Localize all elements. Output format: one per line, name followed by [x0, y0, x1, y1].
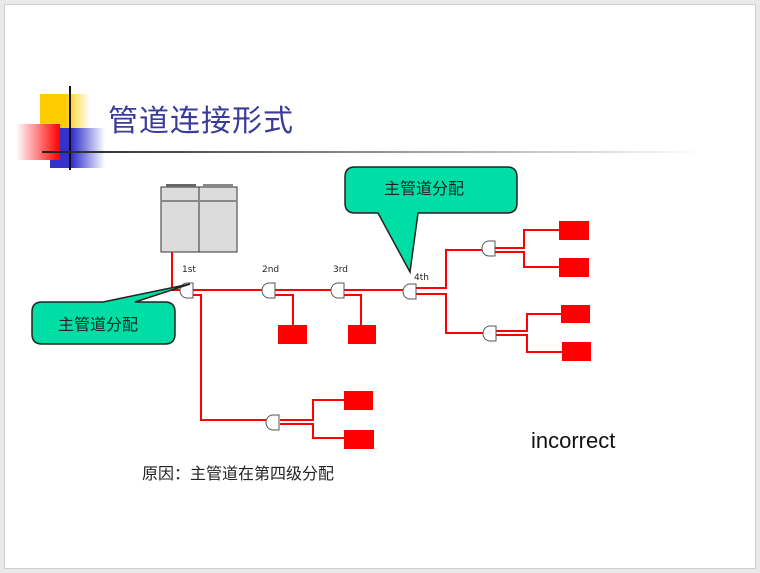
branch-joint: [481, 240, 496, 257]
branch-joint: [330, 282, 345, 299]
joint-label-1: 1st: [182, 265, 196, 275]
indoor-unit: [562, 342, 591, 361]
indoor-unit: [561, 305, 590, 323]
outdoor-unit: [160, 184, 238, 253]
branch-joint: [265, 414, 280, 431]
slide: [4, 4, 756, 569]
indoor-unit: [344, 430, 374, 449]
callout-top-shape: [344, 166, 518, 275]
verdict-text: incorrect: [531, 428, 616, 453]
joint-label-4: 4th: [414, 273, 429, 283]
callout-top-text: 主管道分配: [384, 179, 465, 198]
reason-text: 原因：主管道在第四级分配: [142, 464, 335, 483]
indoor-unit: [344, 391, 373, 410]
indoor-unit: [559, 221, 589, 240]
joint-label-3: 3rd: [333, 265, 348, 275]
branch-joint: [482, 325, 497, 342]
indoor-unit: [278, 325, 307, 344]
slide-title: 管道连接形式: [108, 104, 294, 139]
branch-joint: [402, 283, 417, 300]
pipes: [171, 229, 562, 439]
branch-joint: [261, 282, 276, 299]
indoor-units: [278, 221, 591, 449]
title-decoration: [16, 86, 702, 170]
callout-left-text: 主管道分配: [58, 315, 139, 334]
joint-label-2: 2nd: [262, 265, 280, 275]
indoor-unit: [348, 325, 376, 344]
indoor-unit: [559, 258, 589, 277]
callout-left-shape: [31, 283, 191, 345]
